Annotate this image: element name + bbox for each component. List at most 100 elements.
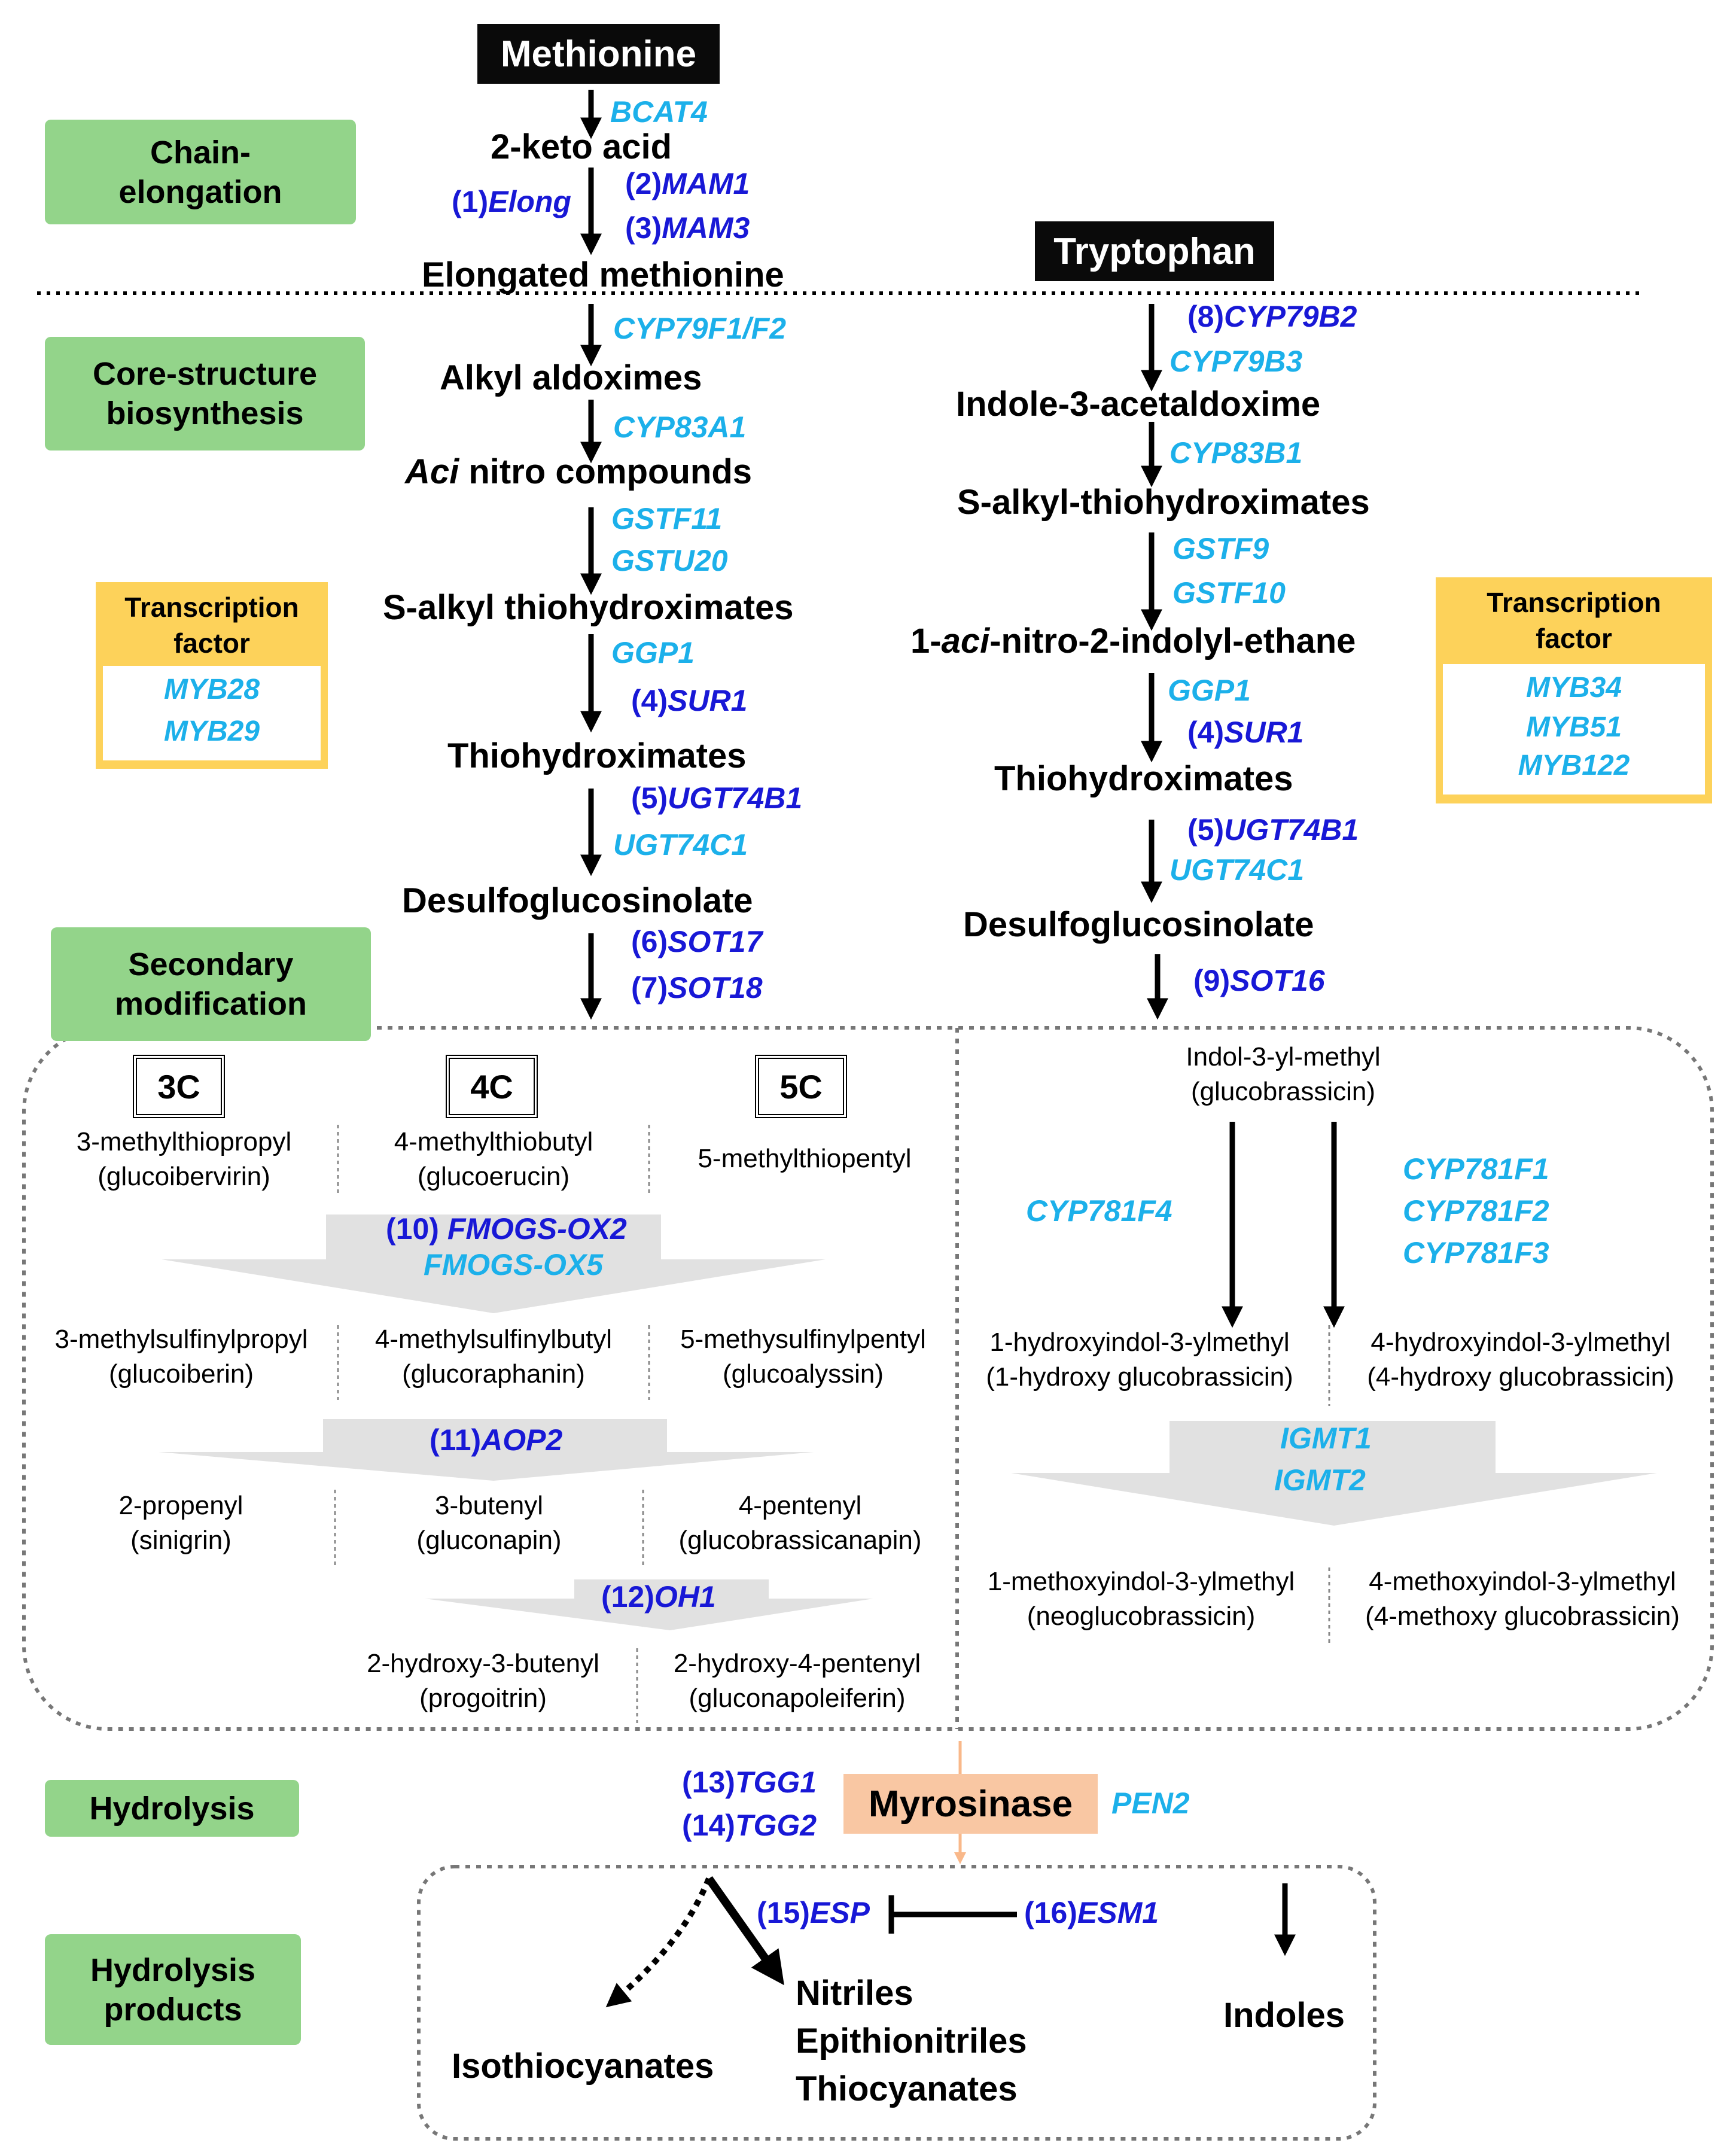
gene-sur1-aliphatic: (4)SUR1	[631, 683, 747, 718]
compound-4c-row2: 4-methylsulfinylbutyl (glucoraphanin)	[374, 1325, 613, 1389]
gene-ggp1-aliphatic: GGP1	[611, 636, 695, 669]
gene-gstf9: GSTF9	[1172, 532, 1269, 565]
gene-number: (15)	[757, 1896, 810, 1929]
gene-sot17: (6)SOT17	[631, 924, 763, 959]
transcription-factor-box-aliphatic: Transcription factor MYB28 MYB29	[96, 582, 328, 769]
methionine-node: Methionine	[477, 24, 720, 84]
gene-number: (5)	[1187, 813, 1225, 847]
aci-rest: nitro compounds	[459, 452, 753, 491]
gene-number: (7)	[631, 971, 668, 1005]
gene-pen2: PEN2	[1111, 1786, 1190, 1820]
aci-nitro-compounds: Aci nitro compounds	[405, 452, 752, 492]
gene-name: MAM1	[662, 167, 750, 200]
gene-name: UGT74B1	[668, 781, 803, 815]
stage-hydrolysis: Hydrolysis	[45, 1780, 299, 1837]
gene-sot18: (7)SOT18	[631, 970, 763, 1005]
chain-length-3c: 3C	[133, 1055, 225, 1118]
tf-title: Transcription factor	[1487, 587, 1661, 654]
gene-ugt74b1-indolic: (5)UGT74B1	[1187, 812, 1359, 847]
gene-name: FMOGS-OX2	[447, 1212, 627, 1246]
gene-name: SOT16	[1230, 964, 1325, 997]
gene-name: TGG2	[735, 1809, 817, 1842]
secondary-modification-box	[22, 1026, 1714, 1731]
gene-name: UGT74B1	[1224, 813, 1359, 847]
compound-4c-row4: 2-hydroxy-3-butenyl (progoitrin)	[367, 1649, 599, 1713]
compound-4c-row3: 3-butenyl (gluconapin)	[416, 1491, 562, 1555]
desulfoglucosinolate-indolic: Desulfoglucosinolate	[963, 905, 1314, 944]
gene-number: (9)	[1193, 964, 1231, 997]
stage-secondary-modification: Secondary modification	[51, 927, 371, 1041]
gene-name: OH1	[654, 1580, 716, 1614]
compound-5c-row1: 5-methylthiopentyl	[698, 1144, 912, 1173]
chain-length-5c: 5C	[755, 1055, 847, 1118]
compound-3c-row3: 2-propenyl (sinigrin)	[118, 1491, 243, 1555]
tf-gene: MYB122	[1518, 750, 1630, 781]
stage-hydrolysis-products: Hydrolysis products	[45, 1934, 301, 2045]
aci-part1: 1-	[910, 622, 942, 660]
gene-number: (6)	[631, 925, 668, 958]
compound-3c-row2: 3-methylsulfinylpropyl (glucoiberin)	[54, 1325, 308, 1389]
gene-bcat4: BCAT4	[610, 95, 708, 129]
gene-name: MAM3	[662, 211, 750, 245]
gene-ggp1-indolic: GGP1	[1168, 674, 1251, 707]
desulfoglucosinolate-aliphatic: Desulfoglucosinolate	[402, 881, 753, 920]
gene-ugt74b1-aliphatic: (5)UGT74B1	[631, 781, 802, 815]
gene-cyp781f4: CYP781F4	[1026, 1194, 1172, 1228]
chain-length-4c: 4C	[446, 1055, 538, 1118]
gene-number: (13)	[682, 1766, 735, 1799]
tf-gene-list: MYB34 MYB51 MYB122	[1443, 664, 1705, 795]
compound-1-hydroxy-glucobrassicin: 1-hydroxyindol-3-ylmethyl (1-hydroxy glu…	[986, 1328, 1293, 1392]
compound-neoglucobrassicin: 1-methoxyindol-3-ylmethyl (neoglucobrass…	[987, 1567, 1295, 1631]
s-alkyl-thiohydroximates: S-alkyl thiohydroximates	[383, 588, 794, 627]
gene-aop2: (11)AOP2	[430, 1423, 562, 1457]
gene-ugt74c1-aliphatic: UGT74C1	[613, 828, 748, 862]
gene-name: SUR1	[668, 684, 748, 717]
compound-5c-row2: 5-methysulfinylpentyl (glucoalyssin)	[680, 1325, 926, 1389]
gene-ugt74c1-indolic: UGT74C1	[1169, 853, 1305, 887]
thiohydroximates-indolic: Thiohydroximates	[994, 759, 1293, 798]
compound-4-methoxy-glucobrassicin: 4-methoxyindol-3-ylmethyl (4-methoxy glu…	[1365, 1567, 1680, 1631]
gene-number: (14)	[682, 1809, 735, 1842]
tf-gene: MYB34	[1525, 672, 1622, 704]
gene-name: Elong	[488, 185, 571, 218]
alkyl-aldoximes: Alkyl aldoximes	[440, 358, 702, 397]
gene-cyp79b3: CYP79B3	[1169, 345, 1303, 378]
gene-name: SUR1	[1224, 716, 1304, 749]
gene-number: (1)	[452, 185, 489, 218]
gene-number: (10)	[386, 1212, 447, 1246]
gene-sot16: (9)SOT16	[1193, 963, 1325, 998]
column-dividers	[334, 1125, 1330, 1723]
gene-tgg1: (13)TGG1	[682, 1765, 817, 1800]
tryptophan-node: Tryptophan	[1035, 221, 1274, 281]
gene-name: SOT18	[668, 971, 763, 1005]
hydrolysis-products-box	[417, 1865, 1376, 2141]
myrosinase-box: Myrosinase	[843, 1774, 1098, 1834]
compound-4-hydroxy-glucobrassicin: 4-hydroxyindol-3-ylmethyl (4-hydroxy glu…	[1367, 1328, 1674, 1392]
compound-5c-row4: 2-hydroxy-4-pentenyl (gluconapoleiferin)	[673, 1649, 921, 1713]
indoles: Indoles	[1223, 1996, 1345, 2035]
gene-number: (4)	[1187, 716, 1225, 749]
gene-number: (2)	[625, 167, 662, 200]
isothiocyanates: Isothiocyanates	[452, 2047, 714, 2086]
gene-esm1: (16)ESM1	[1024, 1895, 1159, 1930]
tf-title: Transcription factor	[124, 592, 299, 659]
gene-esp: (15)ESP	[757, 1895, 870, 1930]
tf-gene: MYB28	[163, 674, 260, 705]
keto-acid: 2-keto acid	[491, 127, 672, 166]
indole-acetaldoxime: Indole-3-acetaldoxime	[956, 385, 1321, 424]
gene-number: (12)	[601, 1580, 654, 1614]
gene-gstu20: GSTU20	[611, 544, 728, 577]
grey-process-arrows	[159, 1214, 1657, 1630]
gene-name: ESP	[809, 1896, 870, 1929]
thiohydroximates-aliphatic: Thiohydroximates	[447, 736, 747, 775]
gene-number: (8)	[1187, 300, 1225, 333]
aci-part2: aci	[941, 622, 990, 660]
stage-core-structure: Core-structure biosynthesis	[45, 337, 365, 451]
gene-fmogs-ox5: FMOGS-OX5	[424, 1248, 604, 1282]
gene-oh1: (12)OH1	[601, 1579, 716, 1614]
gene-igmt1: IGMT1	[1280, 1421, 1372, 1455]
compound-3c-row1: 3-methylthiopropyl (glucoibervirin)	[76, 1127, 292, 1191]
gene-name: CYP79B2	[1224, 300, 1357, 333]
compound-4c-row1: 4-methylthiobutyl (glucoerucin)	[394, 1127, 593, 1191]
